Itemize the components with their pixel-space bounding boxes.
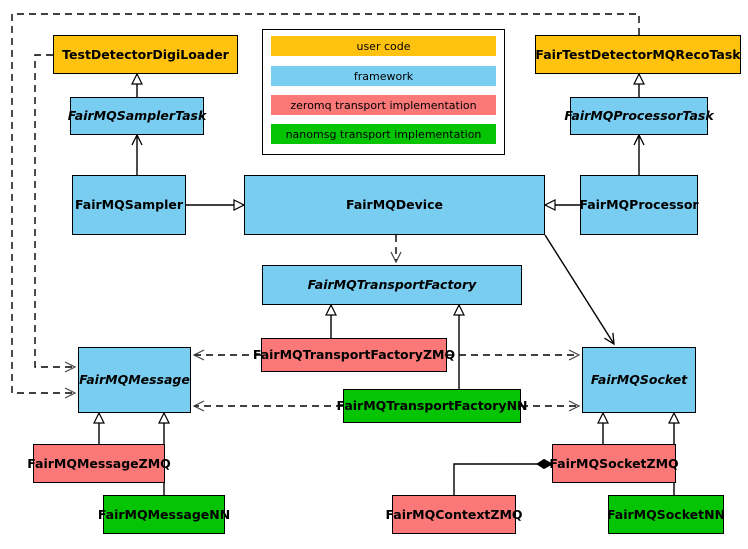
class-node-fairmqsocket[interactable]: FairMQSocket	[582, 347, 696, 413]
class-label: FairTestDetectorMQRecoTask	[535, 46, 741, 62]
class-label: FairMQMessageZMQ	[27, 455, 171, 471]
class-label: FairMQTransportFactory	[307, 277, 477, 293]
class-node-fairmqsampler[interactable]: FairMQSampler	[72, 175, 186, 235]
dependency-edges	[11, 13, 640, 412]
class-node-fairmqprocessor[interactable]: FairMQProcessor	[579, 175, 699, 235]
class-label: FairMQMessageNN	[97, 506, 231, 522]
class-node-fairmqmessagenn[interactable]: FairMQMessageNN	[98, 495, 230, 534]
class-label: FairMQSocket	[590, 372, 688, 388]
class-label: FairMQProcessor	[579, 197, 699, 213]
class-label: FairMQSampler	[74, 197, 184, 213]
class-node-fairmqsocketzmq[interactable]: FairMQSocketZMQ	[549, 444, 679, 483]
class-node-fairmqmessage[interactable]: FairMQMessage	[78, 347, 191, 413]
class-node-fairmqcontextzmq[interactable]: FairMQContextZMQ	[385, 495, 523, 534]
class-label: FairMQProcessorTask	[564, 108, 714, 124]
class-label: FairMQDevice	[346, 197, 443, 213]
class-node-testdetectordigiloader[interactable]: TestDetectorDigiLoader	[53, 35, 238, 74]
legend-item-nanomsg: nanomsg transport implementation	[271, 124, 496, 144]
class-node-fairmqtransportfactory[interactable]: FairMQTransportFactory	[262, 265, 522, 305]
legend-label-nanomsg: nanomsg transport implementation	[285, 127, 482, 141]
class-node-fairmqdevice[interactable]: FairMQDevice	[244, 175, 545, 235]
legend-item-framework: framework	[271, 66, 496, 86]
legend-label-zeromq: zeromq transport implementation	[290, 98, 477, 112]
class-node-fairmqtransportfactorynn[interactable]: FairMQTransportFactoryNN	[337, 389, 528, 423]
class-label: FairMQSamplerTask	[67, 108, 207, 124]
class-label: FairMQContextZMQ	[385, 506, 523, 522]
association-edges	[131, 133, 645, 346]
class-label: FairMQMessage	[79, 372, 190, 388]
legend-item-user-code: user code	[271, 36, 496, 56]
class-node-fairmqmessagezmq[interactable]: FairMQMessageZMQ	[27, 444, 171, 483]
legend-label-user-code: user code	[356, 39, 411, 53]
legend-label-framework: framework	[353, 69, 414, 83]
class-label: FairMQSocketZMQ	[549, 455, 679, 471]
class-label: FairMQSocketNN	[606, 506, 726, 522]
class-label: FairMQTransportFactoryZMQ	[252, 347, 456, 363]
class-node-fairmqtransportfactoryzmq[interactable]: FairMQTransportFactoryZMQ	[253, 338, 455, 372]
legend-item-zeromq: zeromq transport implementation	[271, 95, 496, 115]
class-label: FairMQTransportFactoryNN	[336, 398, 528, 414]
composition-edges	[453, 458, 554, 495]
class-label: TestDetectorDigiLoader	[62, 46, 229, 62]
class-node-fairmqsocketnn[interactable]: FairMQSocketNN	[607, 495, 725, 534]
class-node-fairtestdetectormqrecotask[interactable]: FairTestDetectorMQRecoTask	[535, 35, 741, 74]
class-node-fairmqsamplertask[interactable]: FairMQSamplerTask	[68, 97, 206, 135]
class-node-fairmqprocessortask[interactable]: FairMQProcessorTask	[564, 97, 714, 135]
